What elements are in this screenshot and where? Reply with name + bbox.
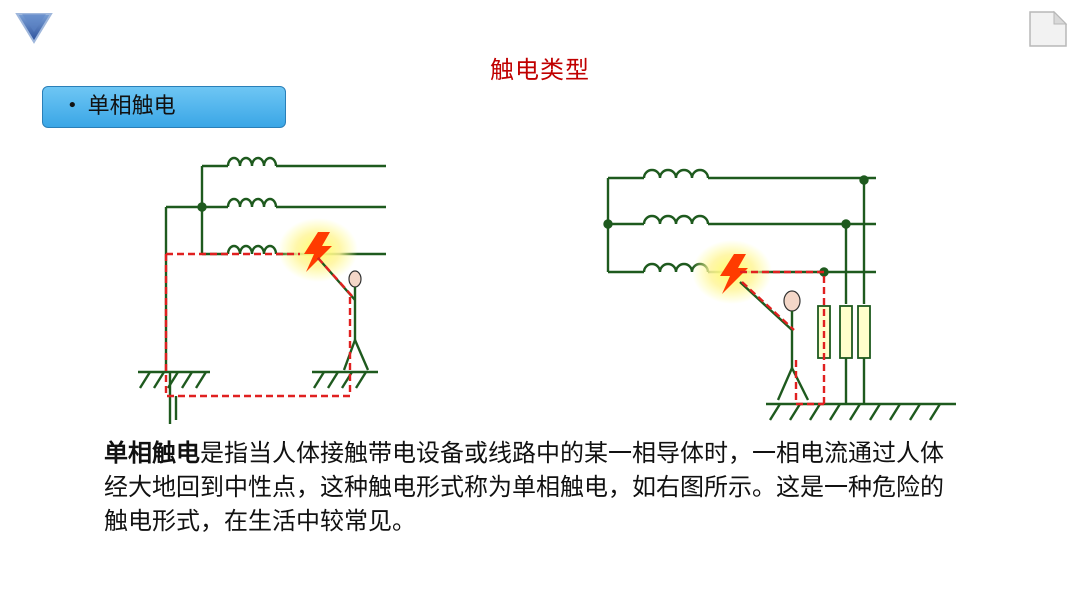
coil-phase-b [642,214,710,225]
page-title: 触电类型 [490,56,590,84]
coil-phase-3 [226,244,278,255]
ground-symbol-right [312,370,378,389]
page-fold-icon[interactable] [1029,10,1068,47]
description-body: 是指当人体接触带电设备或线路中的某一相导体时，一相电流通过人体经大地回到中性点，… [104,439,944,535]
description-term: 单相触电 [104,438,200,467]
current-path-right [740,270,826,406]
ground-symbol-right-diagram [766,402,956,421]
section-badge: • 单相触电 [42,86,286,128]
resistor-group [817,305,871,359]
coil-phase-2 [226,197,278,208]
spark-icon-right [692,240,772,304]
description-text: 单相触电是指当人体接触带电设备或线路中的某一相导体时，一相电流通过人体经大地回到… [104,436,964,538]
bullet-marker: • [67,95,78,116]
coil-phase-a [642,168,710,179]
current-path-left [164,252,353,398]
ground-symbol-left [138,370,210,424]
person-figure-right [739,281,810,401]
resistor-2 [839,305,853,359]
badge-label: 单相触电 [87,94,176,119]
spark-icon-left [278,218,358,282]
triangle-down-icon[interactable] [15,13,53,44]
resistor-3 [857,305,871,359]
right-circuit-diagram [603,168,956,421]
coil-phase-1 [226,156,278,167]
